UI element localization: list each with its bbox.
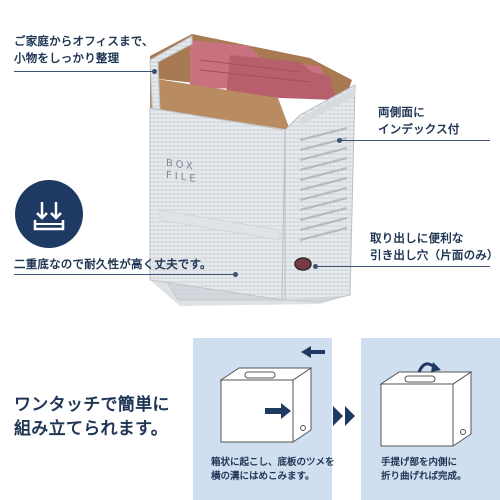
step2-illustration	[379, 362, 473, 447]
callout-home-office: ご家庭からオフィスまで、 小物をしっかり整理	[14, 33, 154, 67]
arrow-right-icon	[265, 403, 291, 419]
box-file-lettering: BOX FILE	[166, 158, 199, 187]
leader-dot	[337, 138, 342, 143]
leader-line	[316, 266, 490, 267]
step1-caption-line2: 横の溝にはめこみます。	[211, 471, 315, 482]
step1-caption: 箱状に起こし、底板のツメを 横の溝にはめこみます。	[211, 456, 335, 484]
step2-caption-line2: 折り曲げれば完成。	[381, 471, 467, 482]
leader-line	[14, 274, 236, 275]
callout-home-office-line2: 小物をしっかり整理	[14, 51, 120, 65]
leader-dot	[152, 69, 157, 74]
callout-double-bottom-text: 二重底なので耐久性が高く丈夫です。	[14, 257, 212, 271]
step2-caption: 手提げ部を内側に 折り曲げれば完成。	[381, 456, 467, 484]
callout-pull-hole-line2: 引き出し穴（片面のみ）	[370, 248, 499, 262]
callout-home-office-line1: ご家庭からオフィスまで、	[14, 34, 154, 48]
leader-dot	[313, 264, 318, 269]
leader-line	[340, 140, 490, 141]
step1-illustration	[219, 346, 325, 443]
assembly-title-line2: 組み立てられます。	[14, 419, 168, 439]
step2-panel: 手提げ部を内側に 折り曲げれば完成。	[361, 338, 500, 500]
step2-caption-line1: 手提げ部を内側に	[381, 457, 458, 468]
double-bottom-icon	[15, 180, 83, 248]
leader-dot	[233, 272, 238, 277]
callout-index: 両側面に インデックス付	[378, 104, 460, 138]
step1-caption-line1: 箱状に起こし、底板のツメを	[211, 457, 335, 468]
callout-pull-hole-line1: 取り出しに便利な	[370, 231, 464, 245]
callout-index-line2: インデックス付	[378, 122, 460, 136]
assembly-title-line1: ワンタッチで簡単に	[14, 395, 170, 415]
leader-line	[14, 71, 154, 72]
callout-index-line1: 両側面に	[378, 105, 425, 119]
step1-panel: 箱状に起こし、底板のツメを 横の溝にはめこみます。	[193, 338, 335, 500]
assembly-title: ワンタッチで簡単に 組み立てられます。	[14, 393, 170, 441]
callout-pull-hole: 取り出しに便利な 引き出し穴（片面のみ）	[370, 230, 499, 264]
arrow-left-icon	[301, 346, 325, 358]
callout-double-bottom: 二重底なので耐久性が高く丈夫です。	[14, 256, 212, 273]
double-chevron-right-icon	[333, 406, 359, 430]
